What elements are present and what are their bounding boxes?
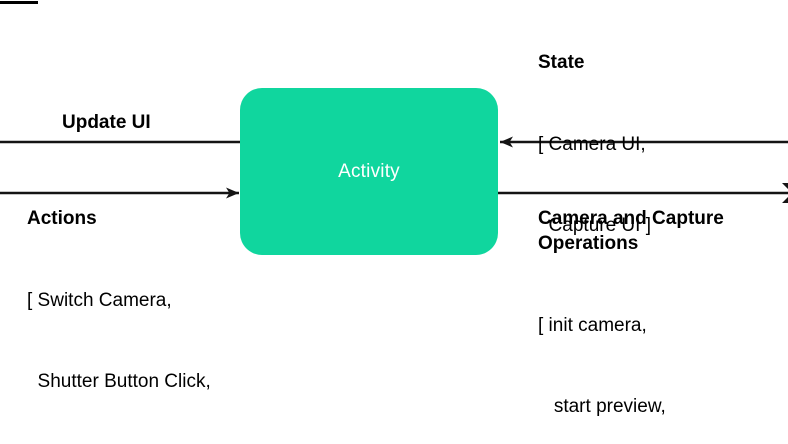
list-item: [ init camera, <box>538 315 647 336</box>
block-camera-operations: Camera and Capture Operations [ init cam… <box>538 206 724 444</box>
list-item: start preview, <box>538 396 666 417</box>
list-item: [ Switch Camera, <box>27 290 172 311</box>
activity-node[interactable]: Activity <box>240 88 498 255</box>
block-state: State [ Camera UI, Capture UI ] <box>538 50 651 293</box>
block-actions: Actions [ Switch Camera, Shutter Button … <box>27 206 257 444</box>
block-state-lines: [ Camera UI, Capture UI ] <box>538 77 651 293</box>
crop-edge-mark <box>0 1 38 4</box>
block-actions-title: Actions <box>27 208 97 229</box>
list-item: [ Camera UI, <box>538 134 646 155</box>
block-state-title: State <box>538 52 585 73</box>
edge-arrowhead-clipped <box>782 183 788 203</box>
block-actions-lines: [ Switch Camera, Shutter Button Click, C… <box>27 233 257 444</box>
block-camera-operations-title: Camera and Capture Operations <box>538 208 724 254</box>
block-camera-operations-lines: [ init camera, start preview, stop previ… <box>538 258 724 444</box>
list-item: Capture UI ] <box>538 215 651 236</box>
list-item: Shutter Button Click, <box>27 371 211 392</box>
edge-label-update-ui: Update UI <box>62 112 151 133</box>
activity-node-label: Activity <box>338 161 400 182</box>
